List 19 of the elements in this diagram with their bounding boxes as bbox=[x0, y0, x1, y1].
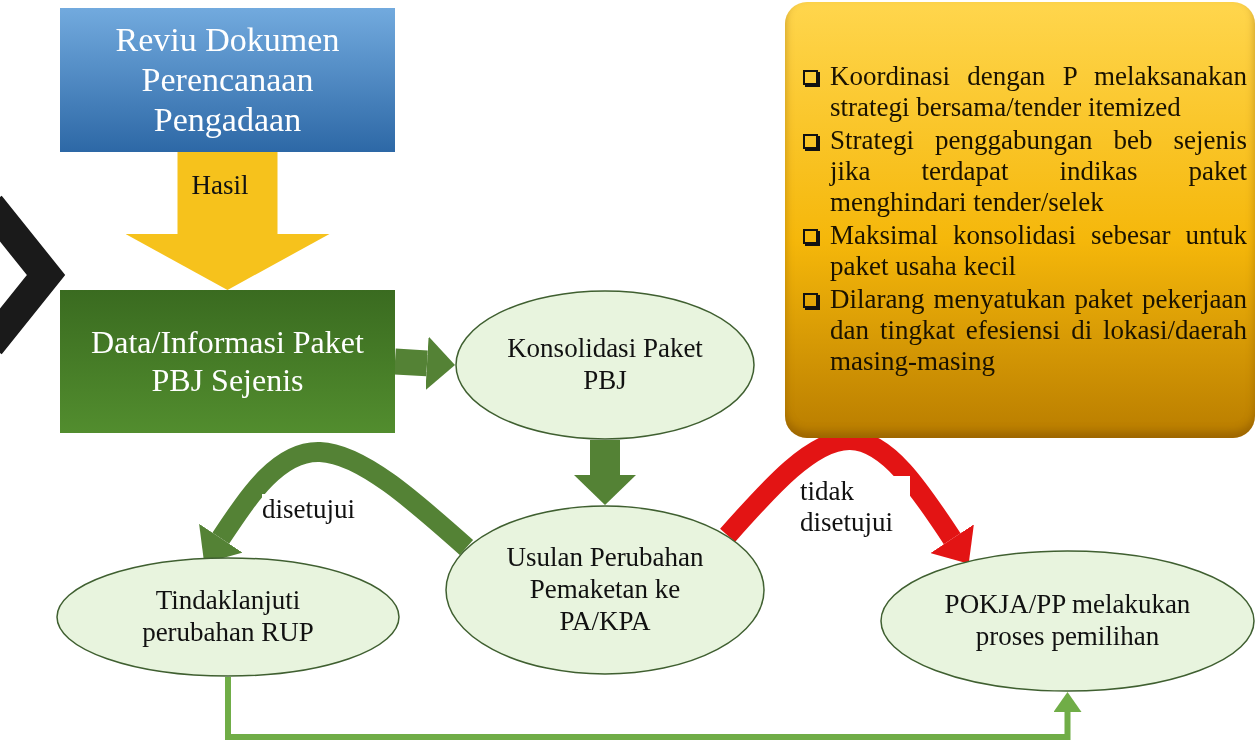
bullet-text: Dilarang menyatukan paket pekerjaan dan tingkat efesiensi di lokasi/daerah masing-masing bbox=[830, 284, 1247, 377]
node-label: Data/Informasi Paket PBJ Sejenis bbox=[90, 323, 365, 400]
note-panel bbox=[785, 2, 1255, 438]
edge-label: Hasil bbox=[190, 170, 250, 202]
edge-label: tidak disetujui bbox=[800, 476, 910, 539]
arrow bbox=[125, 152, 330, 290]
node-label: Reviu Dokumen Perencanaan Pengadaan bbox=[114, 19, 341, 141]
bullet-text: Maksimal konsolidasi sebesar untuk paket usaha kecil bbox=[830, 220, 1247, 282]
process-box bbox=[60, 290, 395, 433]
bullet-text: Koordinasi dengan P melaksanakan strategi bersama/tender itemized bbox=[830, 61, 1247, 123]
arrow bbox=[574, 440, 636, 505]
node-label: Konsolidasi Paket PBJ bbox=[506, 333, 704, 397]
node-label: Tindaklanjuti perubahan RUP bbox=[141, 585, 315, 649]
bullet-text: Strategi penggabungan beb sejenis jika terdapat indikas paket menghindari tender/selek bbox=[830, 125, 1247, 218]
node-label: POKJA/PP melakukan proses pemilihan bbox=[943, 589, 1192, 653]
node-label: Usulan Perubahan Pemaketan ke PA/KPA bbox=[505, 542, 705, 638]
arrow bbox=[225, 677, 1082, 740]
arrow bbox=[394, 336, 455, 391]
process-box bbox=[60, 8, 395, 152]
